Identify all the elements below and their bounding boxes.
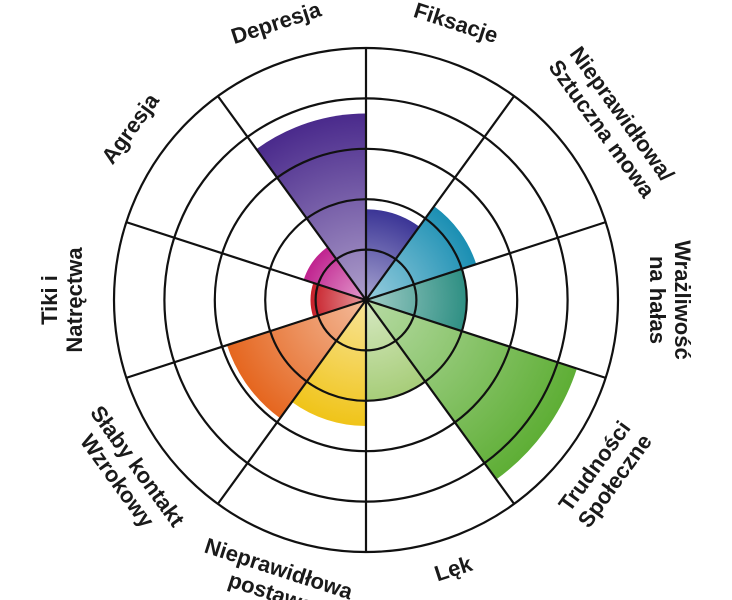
grid-spoke-9 — [125, 221, 367, 302]
grid-spoke-2 — [365, 95, 516, 301]
grid-spoke-10 — [216, 95, 367, 301]
slice-10 — [256, 113, 366, 300]
slice-8 — [310, 282, 366, 318]
category-label-8: Tiki iNatręctwa — [37, 247, 87, 353]
slice-5 — [366, 300, 426, 401]
category-label-1: Fiksacje — [411, 0, 501, 48]
grid-spoke-4 — [365, 298, 607, 379]
category-label-4: TrudnościSpołeczne — [552, 415, 656, 532]
slice-6 — [291, 300, 366, 426]
slice-1 — [366, 209, 420, 300]
category-label-2: Nieprawidłowa/Sztuczna mowa — [544, 40, 681, 203]
category-label-line: Agresja — [96, 88, 164, 169]
slice-7 — [226, 300, 366, 419]
slices-group — [226, 113, 577, 480]
category-label-line: na hałas — [645, 256, 670, 344]
category-label-line: Wrażliwość — [670, 240, 695, 359]
slice-4 — [366, 300, 577, 480]
category-label-9: Agresja — [96, 88, 164, 169]
category-label-line: Tiki i — [37, 275, 62, 325]
category-label-7: Słaby kontaktWzrokowy — [65, 401, 190, 547]
category-label-3: Wrażliwośćna hałas — [645, 240, 695, 359]
category-label-5: Lęk — [431, 551, 476, 587]
slice-9 — [303, 246, 366, 300]
category-label-line: Depresja — [228, 0, 325, 49]
grid-spoke-8 — [125, 298, 367, 379]
grid-spoke-3 — [365, 221, 607, 302]
category-label-line: Natręctwa — [62, 247, 87, 353]
grid-spoke-5 — [365, 299, 516, 505]
category-label-line: Fiksacje — [411, 0, 501, 48]
grid-spoke-7 — [216, 299, 367, 505]
grid-group — [112, 46, 620, 554]
category-label-6: Nieprawidłowapostawa — [194, 533, 357, 600]
category-label-line: Lęk — [431, 551, 476, 587]
slice-2 — [366, 206, 477, 300]
category-label-10: Depresja — [228, 0, 325, 49]
